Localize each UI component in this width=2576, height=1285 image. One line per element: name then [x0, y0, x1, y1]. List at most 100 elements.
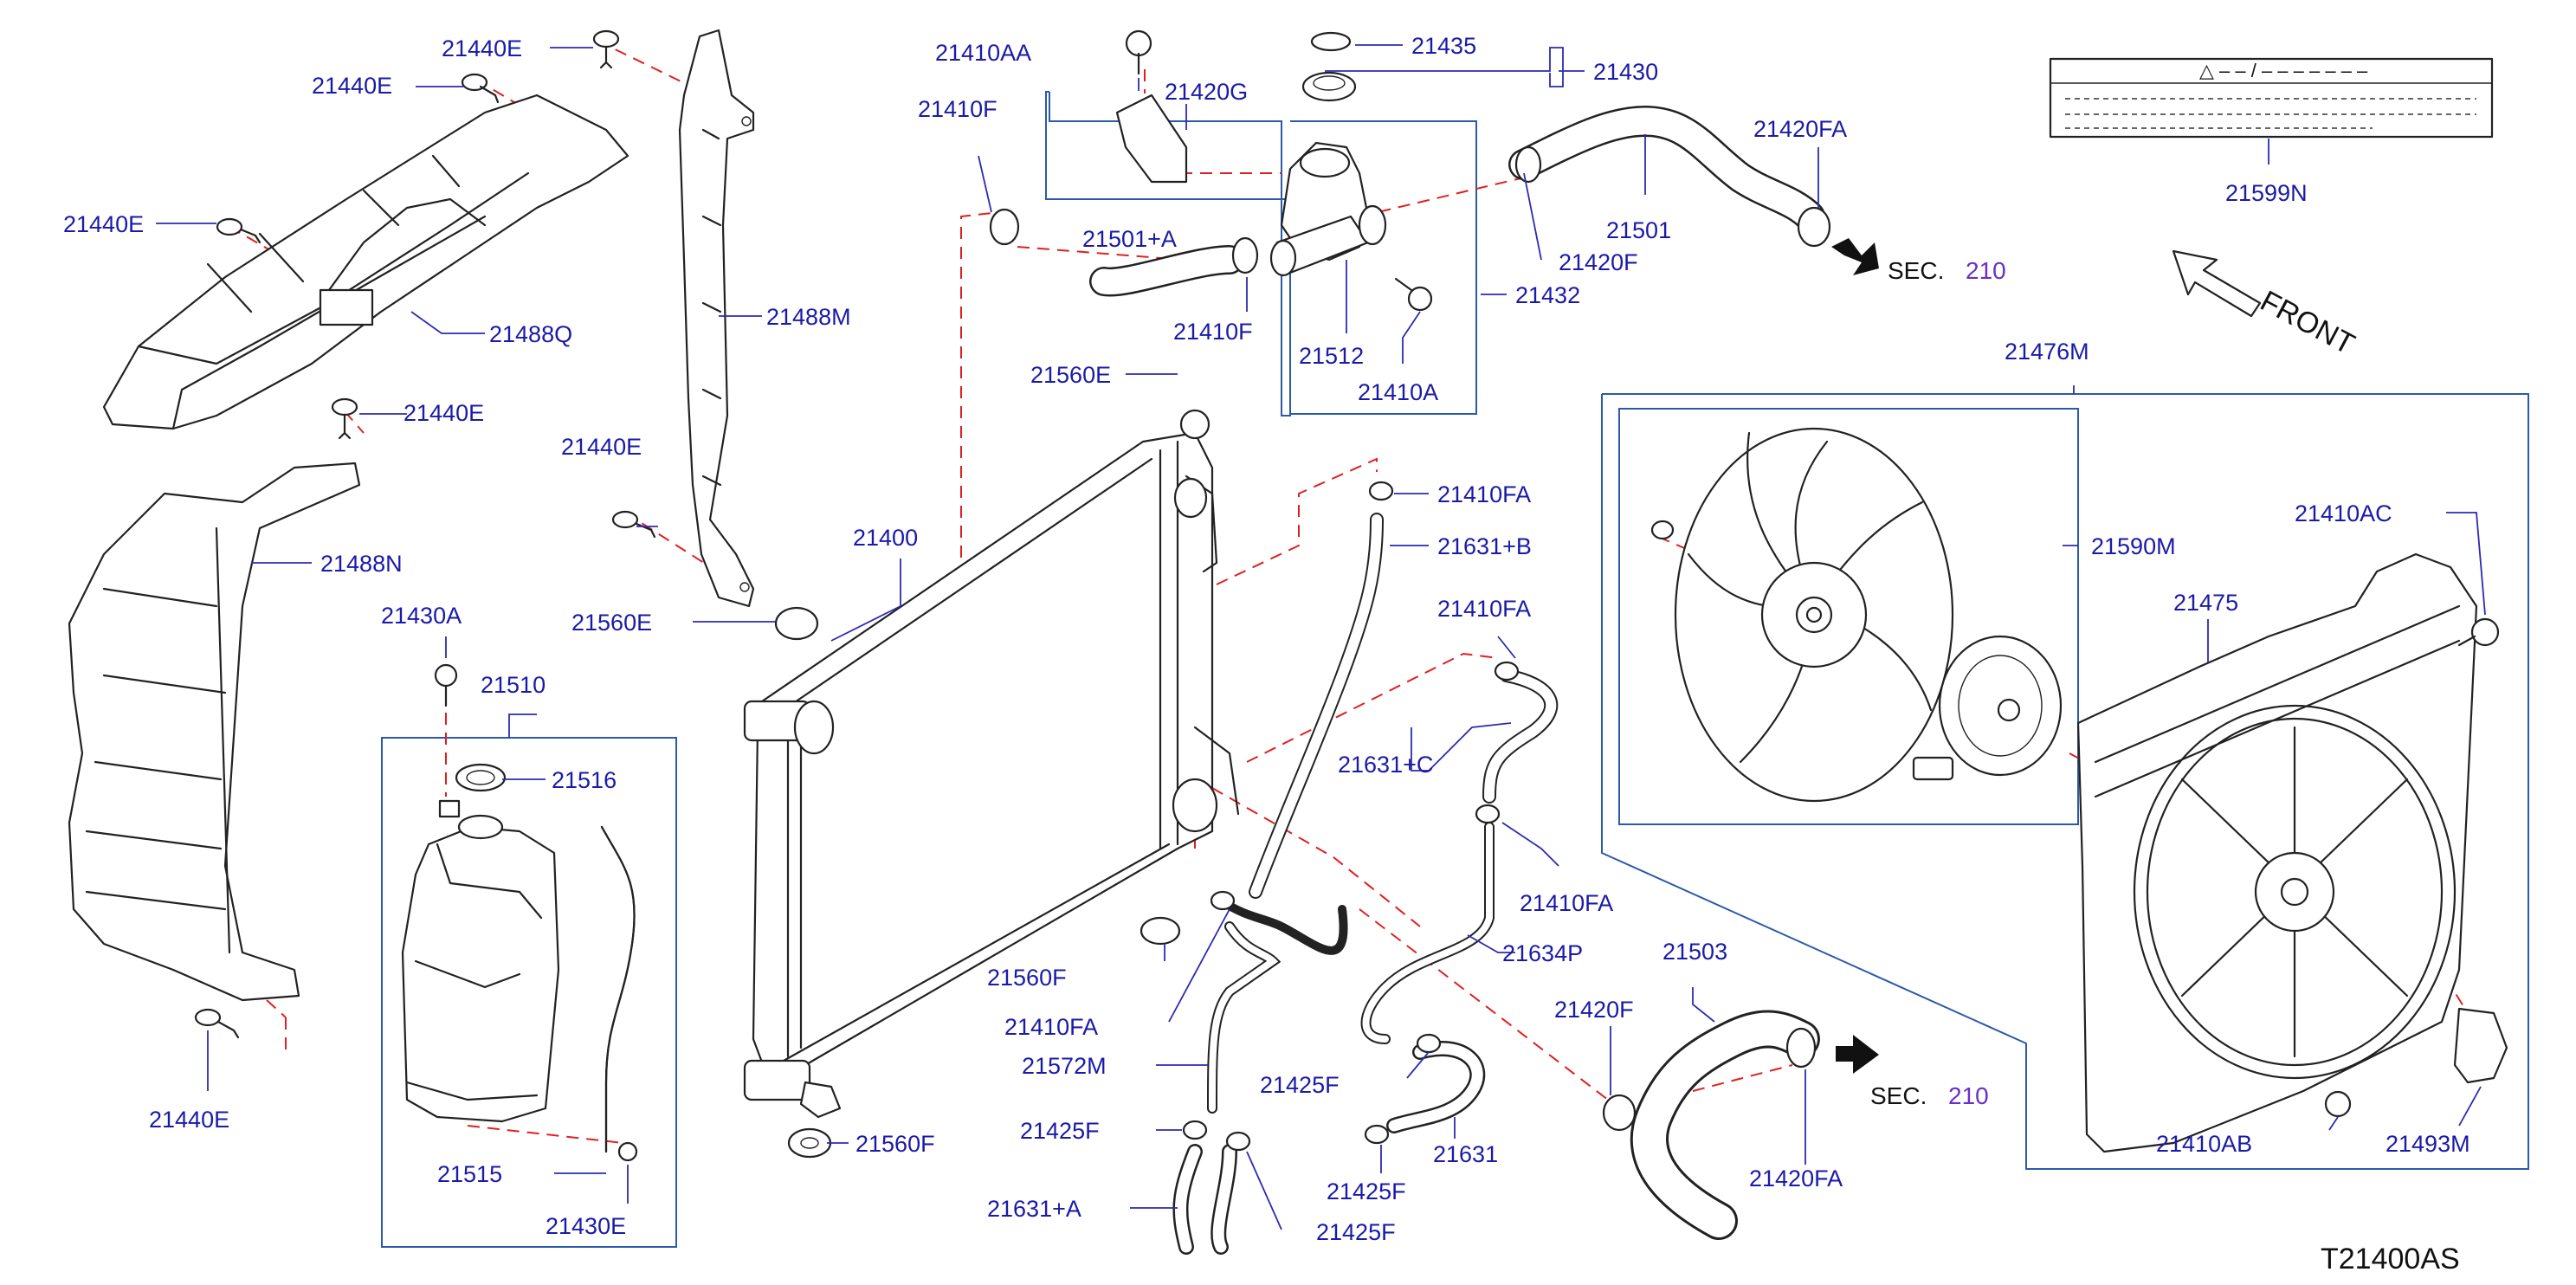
- label-21631-plus-c: 21631+C: [1338, 752, 1433, 778]
- clamp-21425F-a: [1416, 1033, 1442, 1054]
- caution-label-header: △ – – / – – – – – – –: [2199, 60, 2368, 81]
- label-21560E: 21560E: [1030, 362, 1111, 388]
- label-21410AA: 21410AA: [935, 40, 1031, 66]
- leader-lines: [156, 44, 2486, 1230]
- label-21599N: 21599N: [2225, 180, 2308, 206]
- reservoir-group-box: [381, 737, 677, 1248]
- label-21420FA: 21420FA: [1753, 116, 1847, 142]
- label-21560F: 21560F: [987, 965, 1067, 991]
- label-21420F: 21420F: [1559, 249, 1638, 275]
- label-21425F: 21425F: [1327, 1178, 1406, 1204]
- clamp-21425F-b: [1182, 1120, 1208, 1140]
- seal-21435: [1310, 31, 1352, 52]
- label-21410FA: 21410FA: [1437, 596, 1531, 622]
- label-21560E: 21560E: [571, 610, 652, 636]
- label-21515: 21515: [437, 1161, 502, 1187]
- label-21503: 21503: [1662, 939, 1727, 965]
- label-21410FA: 21410FA: [1437, 481, 1531, 507]
- label-21501-plus-a: 21501+A: [1082, 226, 1177, 252]
- upper-hoses: [989, 105, 1831, 297]
- label-21440E: 21440E: [312, 73, 392, 99]
- clamp-21420FA-bot: [1785, 1027, 1817, 1069]
- clamp-21410FA-a: [1368, 481, 1394, 501]
- sec-label-top: SEC.: [1888, 257, 1944, 284]
- clip-icon: [194, 1008, 240, 1039]
- sec-arrow-top-icon: [1831, 238, 1879, 275]
- cap-21430: [1301, 71, 1357, 102]
- clamp-21420F-top: [1514, 145, 1542, 184]
- label-21440E: 21440E: [149, 1107, 229, 1133]
- part-labels: 21440E 21440E 21440E 21440E 21440E 21440…: [63, 33, 2470, 1275]
- label-21425F: 21425F: [1316, 1219, 1396, 1245]
- reservoir-cap: [455, 763, 507, 792]
- clamp-21425F-d: [1225, 1131, 1251, 1152]
- mount-21560F-lower: [787, 1127, 832, 1159]
- bolt-21410AA: [1125, 29, 1152, 57]
- label-21435: 21435: [1411, 33, 1476, 59]
- radiator-core: [743, 409, 1240, 1159]
- label-21440E: 21440E: [63, 211, 144, 237]
- bolt-21410A: [1407, 286, 1433, 312]
- label-21631: 21631: [1433, 1141, 1498, 1167]
- label-21440E: 21440E: [442, 36, 522, 61]
- clamp-21410F-b: [1231, 236, 1259, 274]
- fan-shroud: [2076, 552, 2508, 1153]
- clip-icon: [216, 217, 261, 244]
- label-21501: 21501: [1606, 217, 1671, 243]
- label-21488M: 21488M: [766, 304, 851, 330]
- label-21420F: 21420F: [1554, 997, 1634, 1023]
- label-21400: 21400: [853, 525, 918, 551]
- label-21475: 21475: [2173, 590, 2238, 616]
- label-21410A: 21410A: [1358, 379, 1438, 405]
- label-21440E: 21440E: [404, 400, 484, 426]
- label-21440E: 21440E: [561, 434, 642, 460]
- label-21510: 21510: [481, 672, 546, 698]
- label-21430A: 21430A: [381, 603, 462, 629]
- cap-bracket: [1325, 47, 1564, 87]
- label-21410FA: 21410FA: [1520, 890, 1613, 916]
- label-21430E: 21430E: [546, 1213, 626, 1239]
- bolt-21430A: [434, 663, 458, 688]
- mount-21560E-mid: [774, 606, 819, 641]
- label-21425F: 21425F: [1020, 1118, 1100, 1144]
- label-21631-plus-a: 21631+A: [987, 1196, 1081, 1222]
- thermostat-housing: [1115, 29, 1433, 312]
- label-21425F: 21425F: [1260, 1072, 1340, 1098]
- label-21488N: 21488N: [320, 551, 403, 577]
- clamp-21420FA-top: [1797, 206, 1831, 248]
- fan-assembly-box: [1601, 393, 2529, 1170]
- clip-icon: [461, 73, 500, 104]
- label-21410AB: 21410AB: [2156, 1131, 2252, 1157]
- clip-icon: [592, 29, 620, 69]
- pipe-21634P: [1360, 822, 1495, 1044]
- clamp-21410FA-c: [1475, 804, 1501, 824]
- clip-icons: [194, 29, 656, 1039]
- label-21590M: 21590M: [2091, 533, 2176, 559]
- label-21410AC: 21410AC: [2295, 500, 2392, 526]
- mount-21560F-upper: [1140, 916, 1181, 946]
- label-21512: 21512: [1299, 343, 1364, 369]
- sensor-21493M: [2453, 1007, 2508, 1084]
- front-arrow-icon: [2172, 249, 2262, 318]
- label-21631-plus-b: 21631+B: [1437, 533, 1532, 559]
- housing-group-box-main: [1289, 120, 1477, 415]
- label-21572M: 21572M: [1022, 1053, 1107, 1079]
- bolt-21410AC: [2470, 617, 2500, 647]
- caution-label-21599N: △ – – / – – – – – – –: [2049, 57, 2494, 139]
- label-21420G: 21420G: [1165, 79, 1248, 105]
- fan-motor: [1912, 635, 2063, 781]
- mount-21560E-top: [1179, 409, 1211, 440]
- clamp-21410FA-b: [1494, 661, 1520, 681]
- bolt-21410AB: [2324, 1090, 2352, 1118]
- sec-number-bottom: 210: [1948, 1082, 1989, 1109]
- air-guide-upper-left: [102, 94, 629, 430]
- reservoir-tank: [401, 663, 638, 1162]
- label-21410F: 21410F: [1173, 319, 1253, 345]
- label-21493M: 21493M: [2386, 1131, 2470, 1157]
- label-21410F: 21410F: [918, 96, 997, 122]
- bracket-21420G: [1115, 94, 1188, 184]
- label-21410FA: 21410FA: [1004, 1014, 1098, 1040]
- label-21634P: 21634P: [1502, 940, 1583, 966]
- fan-blade: [1650, 427, 1954, 803]
